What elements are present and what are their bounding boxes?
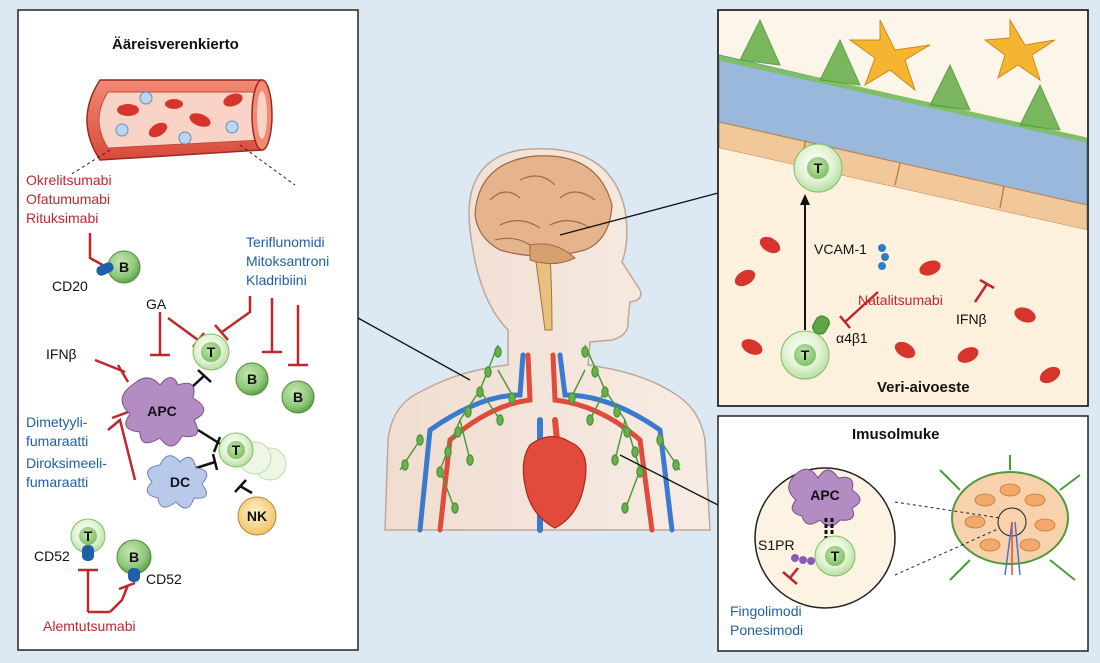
dc-cell [146, 455, 208, 509]
drug-alemtutsumabi: Alemtutsumabi [43, 618, 136, 634]
label-cd52-t: CD52 [34, 548, 70, 564]
drug-teriflunomidi: Teriflunomidi [246, 234, 325, 250]
drug-mitoksantroni: Mitoksantroni [246, 253, 330, 269]
peripheral-title: Ääreisverenkierto [112, 36, 239, 53]
lymph-node-illustration [939, 455, 1081, 581]
cell-label-t-migrated: T [813, 160, 823, 176]
cell-label-b-cd52: B [128, 549, 140, 565]
b-cell-cd52 [116, 539, 152, 582]
label-ifnb: IFNβ [46, 346, 77, 362]
drug-natalitsumabi: Natalitsumabi [858, 292, 943, 308]
cell-label-nk: NK [246, 508, 268, 524]
drug-drf-line1: Diroksimeeli- [26, 455, 107, 471]
drug-ponesimodi: Ponesimodi [730, 622, 804, 638]
t-cell-cd52 [70, 518, 106, 561]
nk-cell [237, 496, 277, 536]
cell-label-t-ga: T [206, 344, 216, 360]
bbb-panel [717, 9, 1089, 407]
drug-rituksimabi: Rituksimabi [26, 210, 99, 226]
label-cd20: CD20 [52, 278, 88, 294]
drug-fingolimodi: Fingolimodi [730, 603, 802, 619]
lymph-title: Imusolmuke [852, 426, 940, 443]
drug-okrelitsumabi: Okrelitsumabi [26, 172, 112, 188]
lymph-network [399, 344, 681, 514]
b-cell-teri-1 [235, 362, 269, 396]
label-ifnb-bbb: IFNβ [956, 311, 987, 327]
t-cell-ga [192, 333, 230, 371]
label-s1pr: S1PR [758, 537, 795, 553]
label-integrin: α4β1 [836, 330, 868, 346]
label-cd52-b: CD52 [146, 571, 182, 587]
cell-label-b-cd20: B [118, 259, 130, 275]
cell-label-t-cluster: T [231, 442, 241, 458]
cell-label-dc: DC [169, 474, 191, 490]
drug-dmf-line2: fumaraatti [26, 433, 89, 449]
drug-kladribiini: Kladribiini [246, 272, 307, 288]
cell-label-t-blood: T [800, 347, 810, 363]
cell-label-t-lymph: T [830, 548, 840, 564]
cell-label-apc: APC [147, 403, 177, 419]
t-cell-cluster [218, 432, 287, 481]
label-ga: GA [146, 296, 167, 312]
drug-drf-line2: fumaraatti [26, 474, 89, 490]
apc-cell [121, 377, 205, 447]
blood-vessel [69, 79, 296, 186]
cell-label-apc-lymph: APC [810, 487, 840, 503]
drug-ofatumumabi: Ofatumumabi [26, 191, 111, 207]
bbb-title: Veri-aivoeste [877, 379, 970, 396]
heart [522, 436, 587, 529]
b-cell-cd20 [96, 250, 141, 284]
label-vcam: VCAM-1 [814, 241, 867, 257]
cell-label-b-2: B [292, 389, 304, 405]
connector-lines [357, 192, 719, 506]
lymph-panel [717, 415, 1089, 652]
cell-label-t-cd52: T [83, 528, 93, 544]
cell-label-b-1: B [246, 371, 258, 387]
drug-dmf-line1: Dimetyyli- [26, 414, 88, 430]
b-cell-teri-2 [281, 380, 315, 414]
